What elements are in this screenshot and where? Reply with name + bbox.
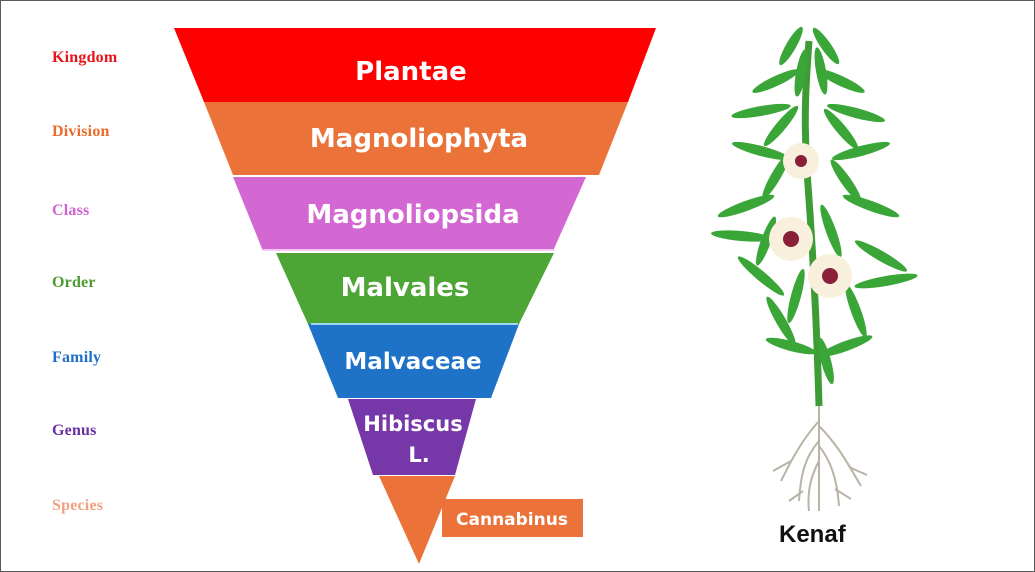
flower-center — [783, 231, 799, 247]
level-magnoliophyta: Magnoliophyta — [310, 124, 528, 154]
level-malvales: Malvales — [341, 273, 470, 303]
plant-roots — [773, 401, 867, 511]
level-cannabinus: Cannabinus — [456, 510, 568, 530]
flower-center — [822, 268, 838, 284]
kenaf-plant-illustration — [711, 24, 919, 511]
level-hibiscus-line2: L. — [408, 443, 429, 467]
plant-label: Kenaf — [779, 521, 846, 549]
level-malvaceae: Malvaceae — [344, 349, 481, 375]
level-plantae: Plantae — [355, 57, 467, 87]
flower-center — [795, 155, 807, 167]
level-magnoliopsida: Magnoliopsida — [306, 200, 519, 230]
level-hibiscus: Hibiscus — [363, 412, 462, 436]
